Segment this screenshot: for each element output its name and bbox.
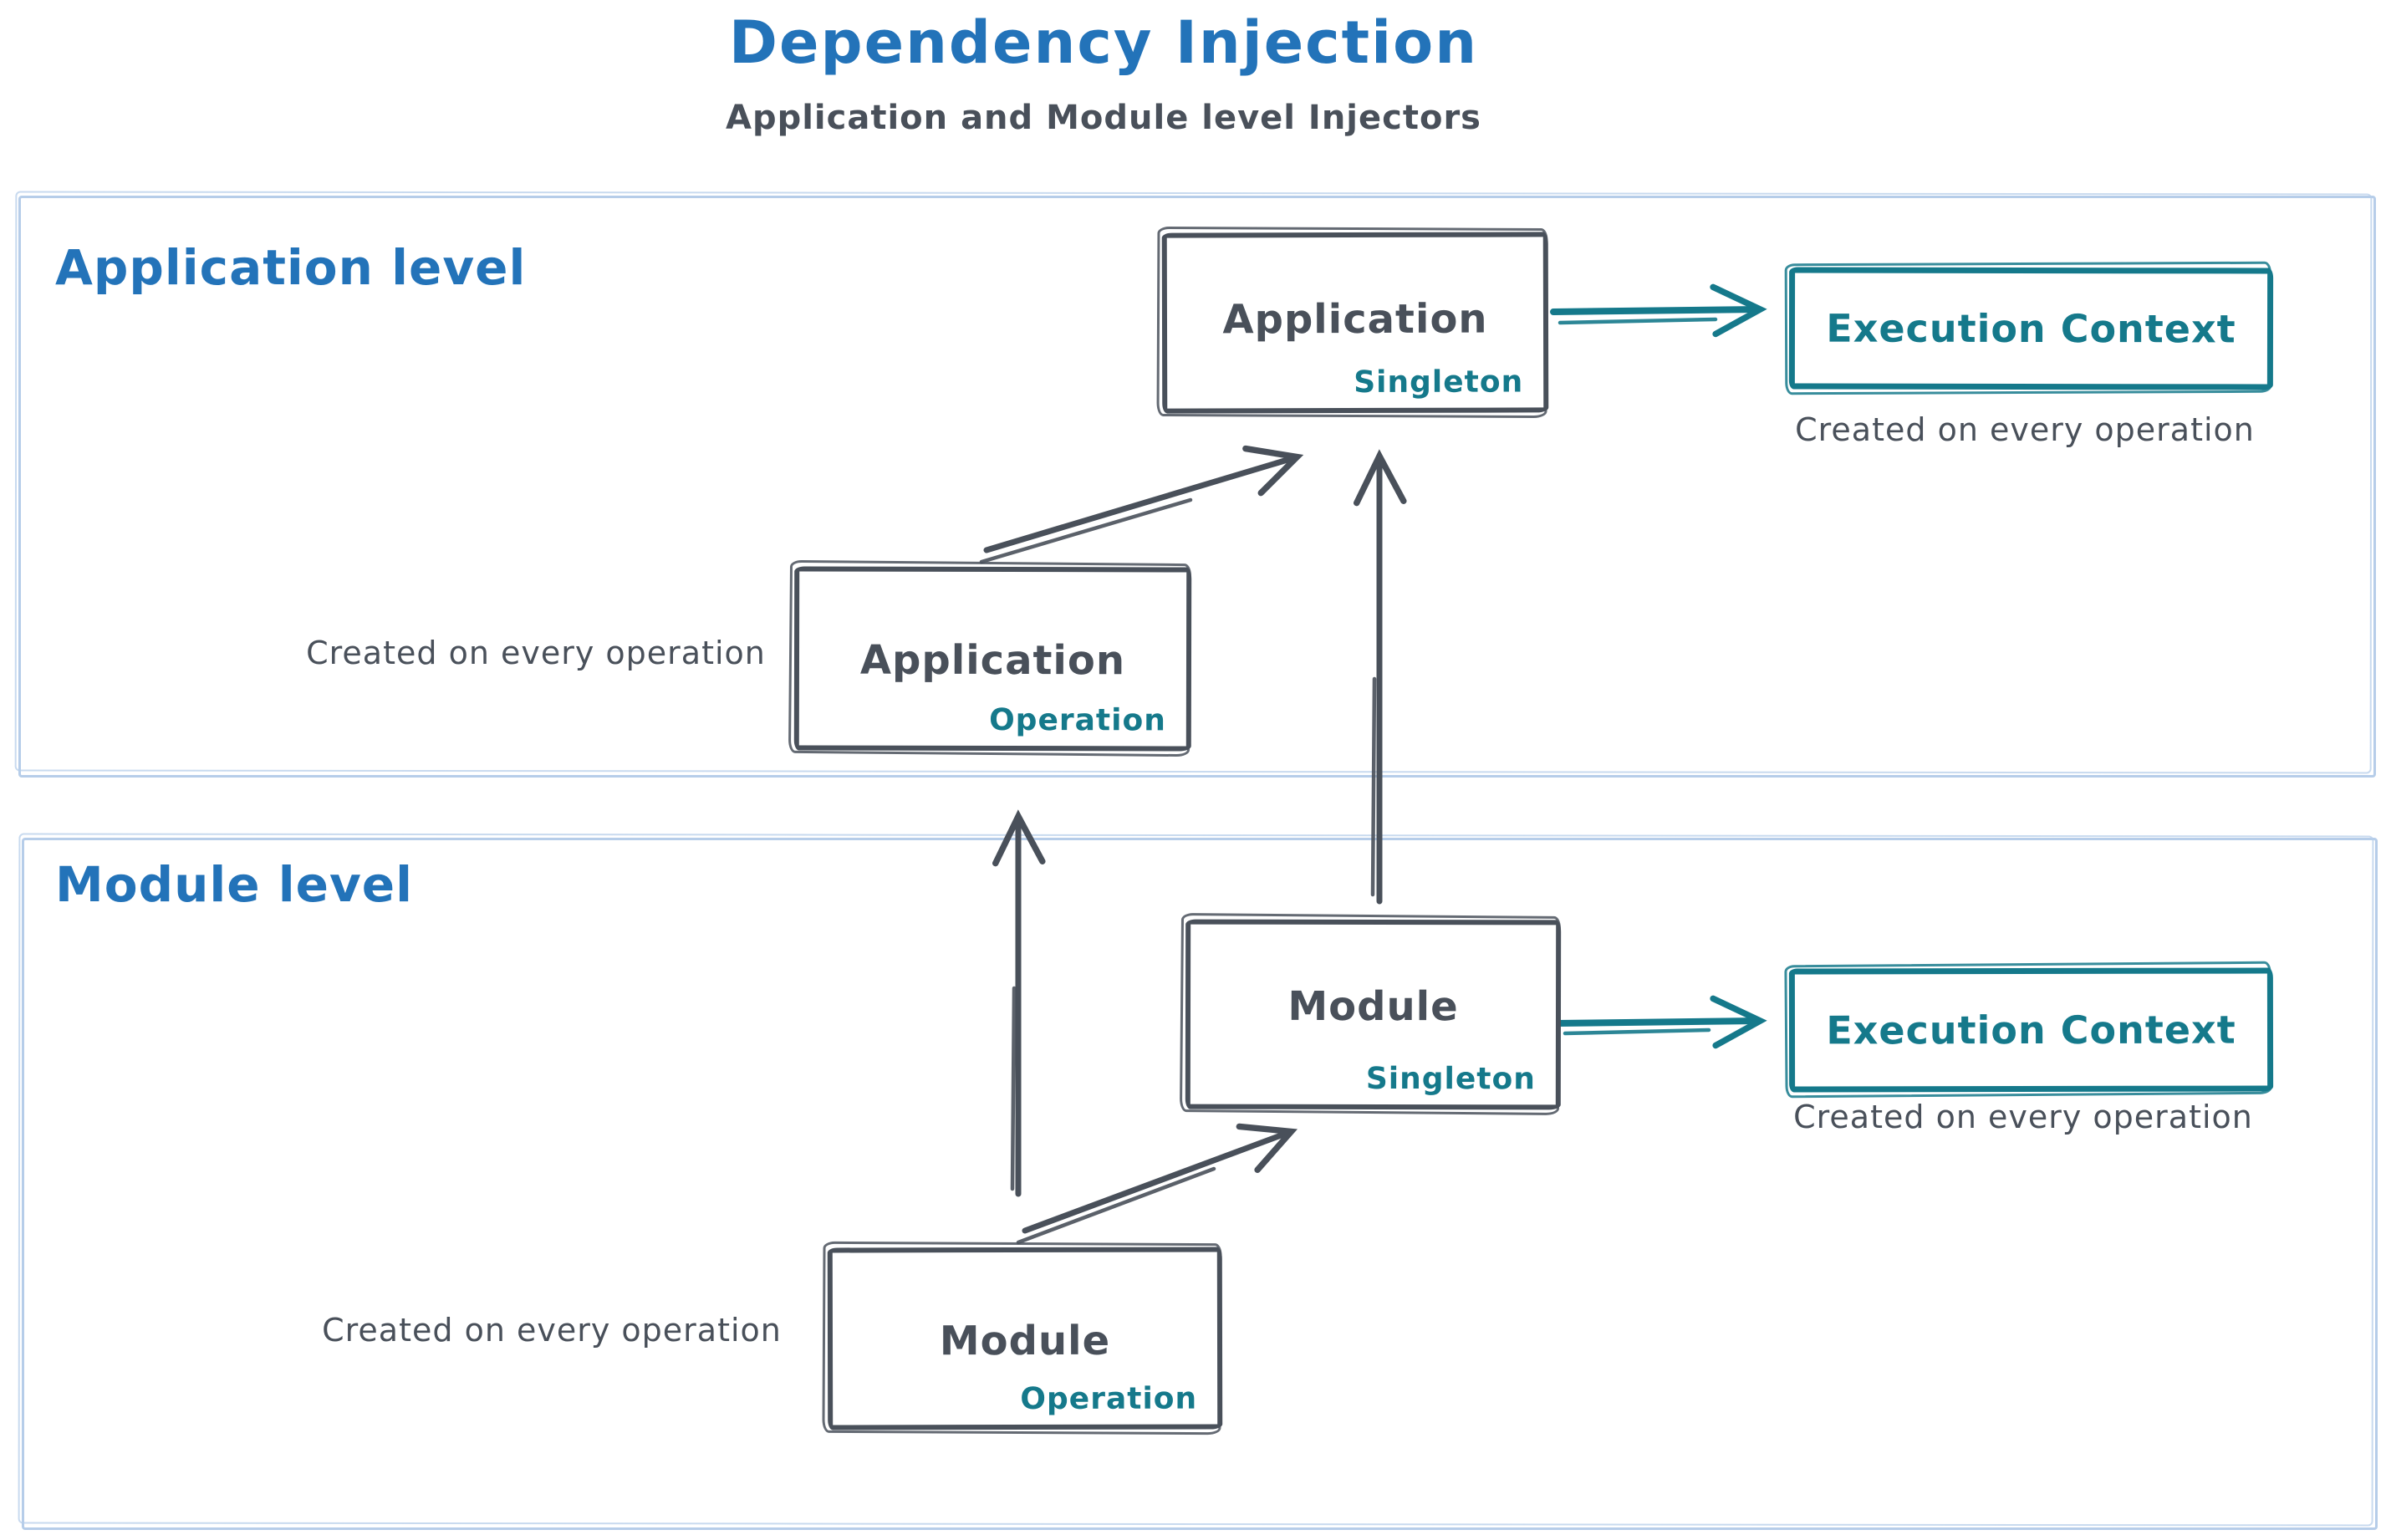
module-singleton-box: Module Singleton <box>1185 919 1562 1110</box>
diagram-header: Dependency Injection Application and Mod… <box>0 0 2207 137</box>
caption-execution-context-app: Created on every operation <box>1795 411 2255 448</box>
module-singleton-badge: Singleton <box>1365 1061 1536 1097</box>
module-singleton-title: Module <box>1287 982 1459 1031</box>
caption-execution-context-module: Created on every operation <box>1793 1099 2253 1135</box>
module-operation-title: Module <box>939 1317 1111 1365</box>
execution-context-module-title: Execution Context <box>1826 1007 2236 1053</box>
module-operation-box: Module Operation <box>827 1247 1223 1430</box>
app-singleton-title: Application <box>1222 295 1488 344</box>
caption-app-operation: Created on every operation <box>306 635 766 671</box>
diagram-title: Dependency Injection <box>728 8 1479 77</box>
execution-context-app-box: Execution Context <box>1788 267 2274 390</box>
application-level-frame <box>18 196 2376 778</box>
app-singleton-box: Application Singleton <box>1161 232 1549 414</box>
module-level-label: Module level <box>55 856 414 913</box>
application-level-label: Application level <box>55 239 527 296</box>
app-operation-box: Application Operation <box>793 566 1192 752</box>
module-level-frame <box>22 838 2378 1530</box>
caption-module-operation: Created on every operation <box>322 1312 782 1349</box>
diagram-subtitle: Application and Module level Injectors <box>726 99 1481 137</box>
app-operation-badge: Operation <box>989 702 1166 738</box>
app-singleton-badge: Singleton <box>1354 365 1524 400</box>
execution-context-module-box: Execution Context <box>1788 967 2274 1093</box>
execution-context-app-title: Execution Context <box>1826 305 2236 352</box>
module-operation-badge: Operation <box>1020 1381 1198 1417</box>
app-operation-title: Application <box>859 636 1126 685</box>
